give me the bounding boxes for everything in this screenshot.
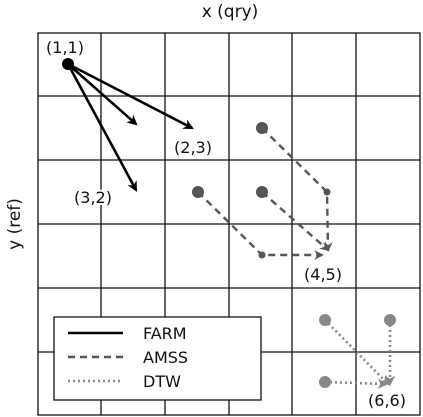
x-axis-label: x (qry): [202, 2, 259, 22]
legend-box: [53, 316, 262, 401]
dtw-paths: [324, 319, 396, 389]
amss-point: [256, 186, 268, 198]
amss-point: [192, 186, 204, 198]
point-labels: (1,1) (2,3) (3,2) (4,5) (6,6): [44, 36, 408, 412]
farm-arrows: [66, 62, 194, 192]
farm-arrow: [66, 63, 138, 192]
label-6-6: (6,6): [368, 391, 406, 410]
amss-path: [261, 191, 330, 252]
amss-waypoint: [258, 251, 266, 259]
amss-points: [192, 122, 331, 259]
legend-dtw-label: DTW: [143, 372, 181, 391]
label-3-2: (3,2): [74, 188, 112, 207]
amss-path: [261, 127, 333, 252]
dtw-point: [319, 314, 331, 326]
amss-point: [256, 122, 268, 134]
farm-arrow: [67, 63, 138, 126]
start-point: [62, 58, 74, 70]
label-1-1: (1,1): [46, 38, 84, 57]
amss-waypoint: [323, 188, 331, 196]
farm-arrow: [67, 62, 194, 130]
dtw-path: [324, 378, 389, 389]
legend-farm-label: FARM: [143, 324, 187, 343]
legend-amss-label: AMSS: [143, 348, 188, 367]
dtw-point: [384, 314, 396, 326]
dtw-points: [319, 314, 396, 388]
y-axis-label: y (ref): [5, 198, 25, 250]
label-2-3: (2,3): [174, 138, 212, 157]
label-4-5: (4,5): [304, 265, 342, 284]
legend: FARM AMSS DTW: [53, 316, 262, 401]
dtw-point: [319, 376, 331, 388]
